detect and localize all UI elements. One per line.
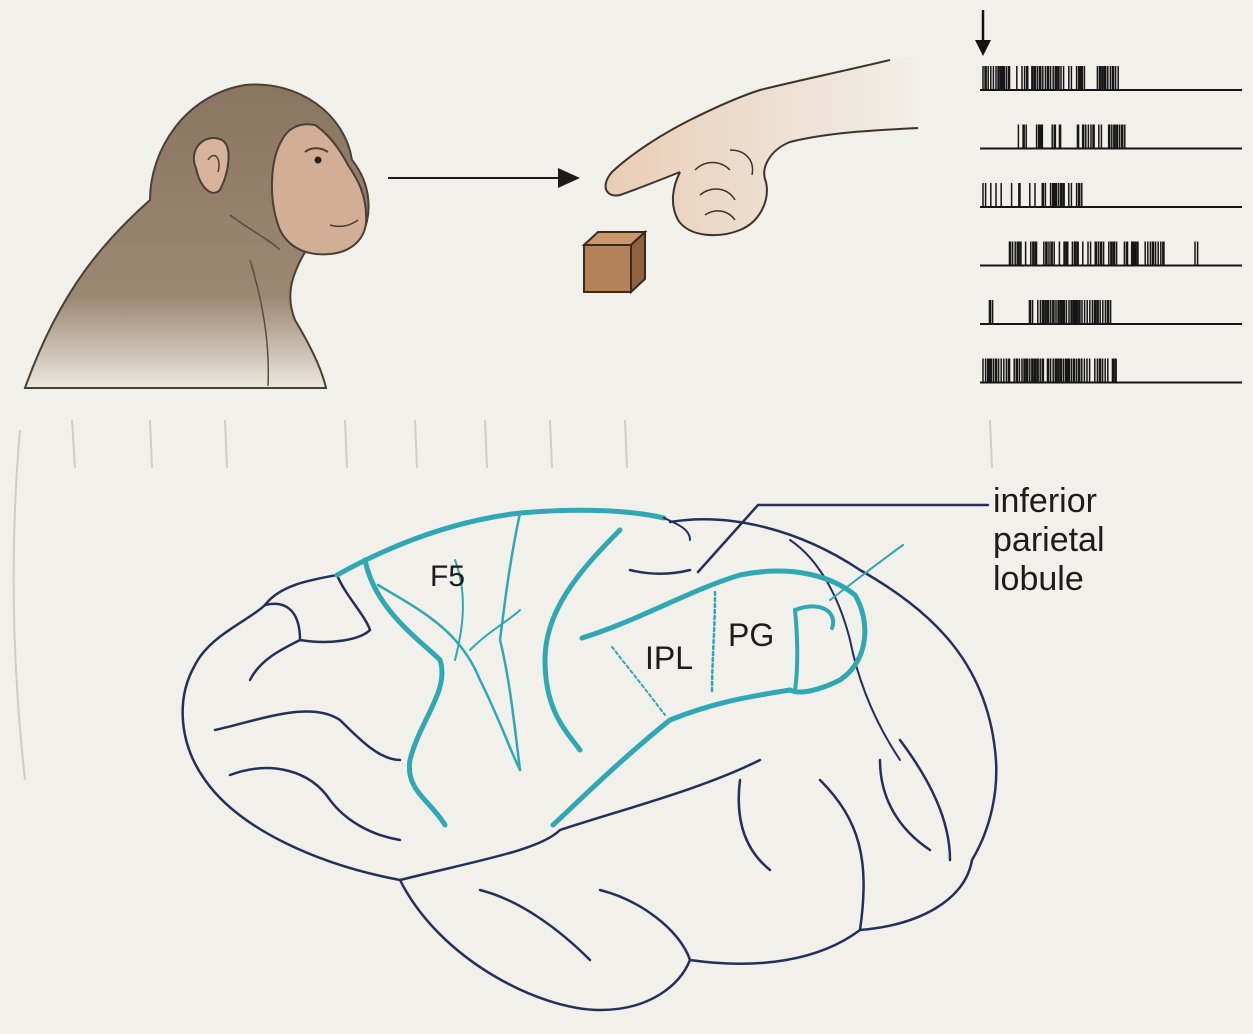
down-arrow-icon xyxy=(975,10,991,56)
callout-line-1: inferior xyxy=(993,482,1105,521)
callout-line-3: lobule xyxy=(993,560,1105,599)
cube-object xyxy=(584,232,645,292)
spike-raster xyxy=(980,66,1242,383)
brain-illustration xyxy=(183,505,997,1010)
area-f5-label: F5 xyxy=(430,560,465,594)
monkey-illustration xyxy=(25,85,369,388)
callout-line-2: parietal xyxy=(993,521,1105,560)
inferior-parietal-lobule-callout: inferior parietal lobule xyxy=(993,482,1105,599)
highlighted-sulci xyxy=(337,510,903,825)
area-pg-label: PG xyxy=(728,617,774,654)
right-arrow-icon xyxy=(388,168,580,188)
background-tick-marks xyxy=(14,420,992,780)
hand-illustration xyxy=(606,55,920,235)
area-ipl-label: IPL xyxy=(645,640,693,677)
